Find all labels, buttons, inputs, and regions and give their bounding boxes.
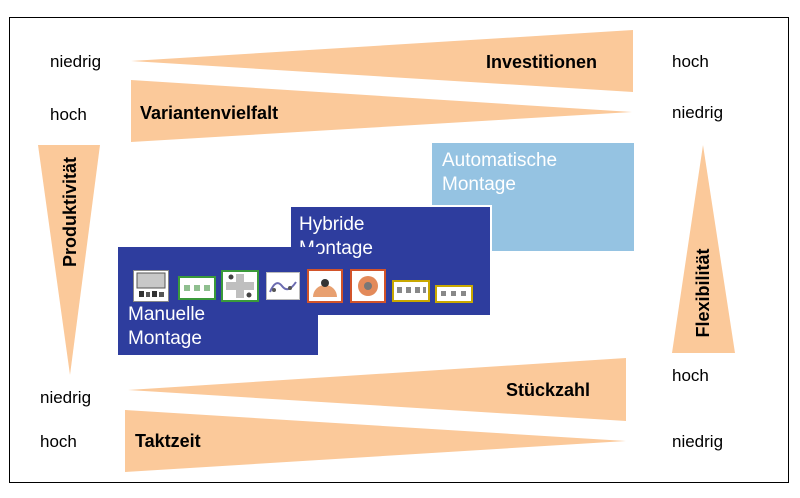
taktzeit-right-value: niedrig: [672, 432, 724, 451]
taktzeit-label: Taktzeit: [135, 431, 201, 451]
variantenvielfalt-label: Variantenvielfalt: [140, 103, 279, 123]
transfer-line-icon: [392, 280, 430, 302]
flexibilitaet-wedge: [672, 145, 735, 353]
manual-assembly-line1: Manuelle: [128, 304, 206, 325]
manual-assembly-title: Manuelle Montage: [128, 303, 205, 351]
conveyor-icon: [178, 276, 216, 300]
manual-assembly-line2: Montage: [128, 328, 202, 349]
taktzeit-wedge: [125, 410, 626, 472]
workstation-icon: [133, 270, 169, 302]
investitionen-left-value: niedrig: [50, 52, 102, 71]
automatic-assembly-title: Automatische Montage: [442, 149, 557, 197]
stueckzahl-left-value: niedrig: [40, 388, 92, 407]
hybrid-assembly-line1: Hybride: [299, 214, 365, 235]
robot-arm-icon: [266, 272, 300, 300]
investitionen-right-value: hoch: [672, 52, 709, 71]
taktzeit-left-value: hoch: [40, 432, 77, 451]
variantenvielfalt-left-value: hoch: [50, 105, 87, 124]
cross-cell-icon: [221, 270, 259, 302]
stueckzahl-wedge: [128, 358, 626, 421]
variantenvielfalt-wedge: [131, 80, 632, 142]
stueckzahl-label: Stückzahl: [506, 380, 591, 400]
investitionen-label: Investitionen: [486, 52, 598, 72]
automatic-assembly-line2: Montage: [442, 174, 516, 195]
flexibilitaet-label: Flexibilität: [693, 248, 713, 338]
produktivitaet-label: Produktivität: [60, 156, 80, 268]
stueckzahl-right-value: hoch: [672, 366, 709, 385]
automatic-assembly-line1: Automatische: [442, 150, 558, 171]
circle-cell-icon: [350, 269, 386, 303]
investitionen-wedge: [131, 30, 633, 92]
transfer-line-small-icon: [435, 285, 473, 303]
variantenvielfalt-right-value: niedrig: [672, 103, 724, 122]
produktivitaet-wedge: [38, 145, 100, 375]
robot-cell-icon: [307, 269, 343, 303]
